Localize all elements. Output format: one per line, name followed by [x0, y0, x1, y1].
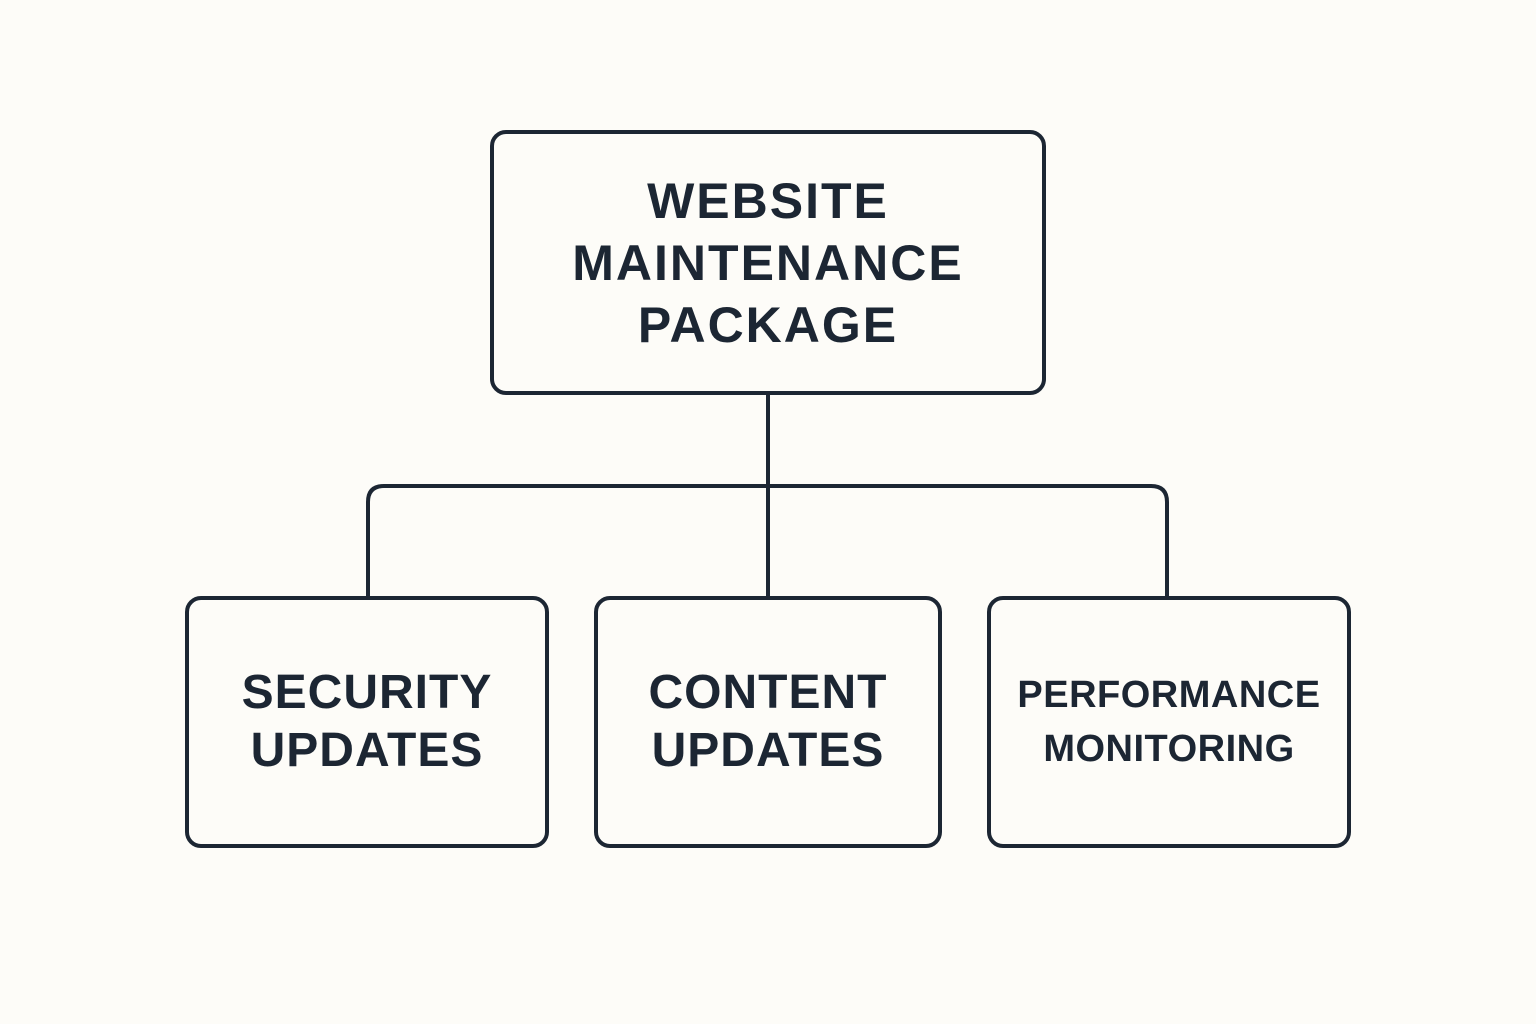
- node-security-updates: SECURITY UPDATES: [185, 596, 549, 848]
- node-content-updates: CONTENT UPDATES: [594, 596, 942, 848]
- node-performance-monitoring: PERFORMANCE MONITORING: [987, 596, 1351, 848]
- node-website-maintenance-package: WEBSITE MAINTENANCE PACKAGE: [490, 130, 1046, 395]
- node-label-line: UPDATES: [651, 724, 885, 777]
- node-label-line: SECURITY: [241, 666, 493, 719]
- node-label-line: MAINTENANCE: [572, 234, 964, 291]
- node-label-line: UPDATES: [250, 724, 484, 777]
- node-label-line: PACKAGE: [637, 296, 899, 353]
- node-label-line: MONITORING: [1043, 728, 1295, 770]
- node-label-line: CONTENT: [648, 666, 888, 719]
- node-label-line: PERFORMANCE: [1017, 674, 1321, 716]
- node-label-line: WEBSITE: [647, 172, 889, 229]
